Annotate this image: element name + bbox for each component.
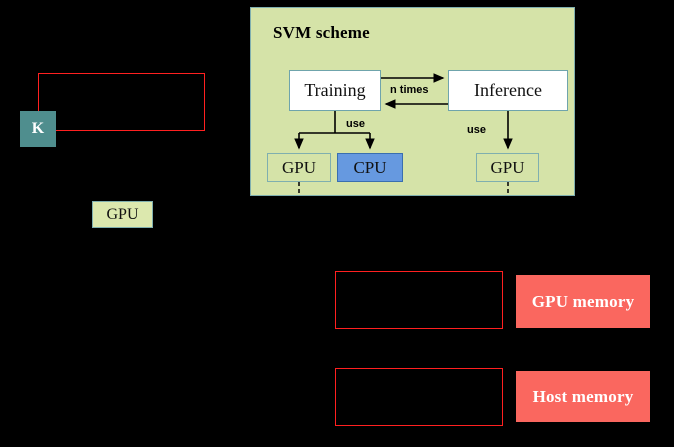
k-node[interactable]: K (20, 111, 56, 147)
use-label-training: use (346, 118, 365, 130)
gpu-memory-box: GPU memory (516, 275, 650, 328)
host-memory-box: Host memory (516, 371, 650, 422)
gpu-box-inference[interactable]: GPU (476, 153, 539, 182)
use-label-inference: use (467, 124, 486, 136)
gpu-box-training[interactable]: GPU (267, 153, 331, 182)
highlight-rect-top-left (38, 73, 205, 131)
gpu-box-standalone[interactable]: GPU (92, 201, 153, 228)
highlight-rect-host-memory (335, 368, 503, 426)
inference-box[interactable]: Inference (448, 70, 568, 111)
training-box[interactable]: Training (289, 70, 381, 111)
cpu-box-training[interactable]: CPU (337, 153, 403, 182)
n-times-label: n times (390, 84, 429, 96)
highlight-rect-gpu-memory (335, 271, 503, 329)
svm-scheme-title: SVM scheme (273, 23, 370, 42)
